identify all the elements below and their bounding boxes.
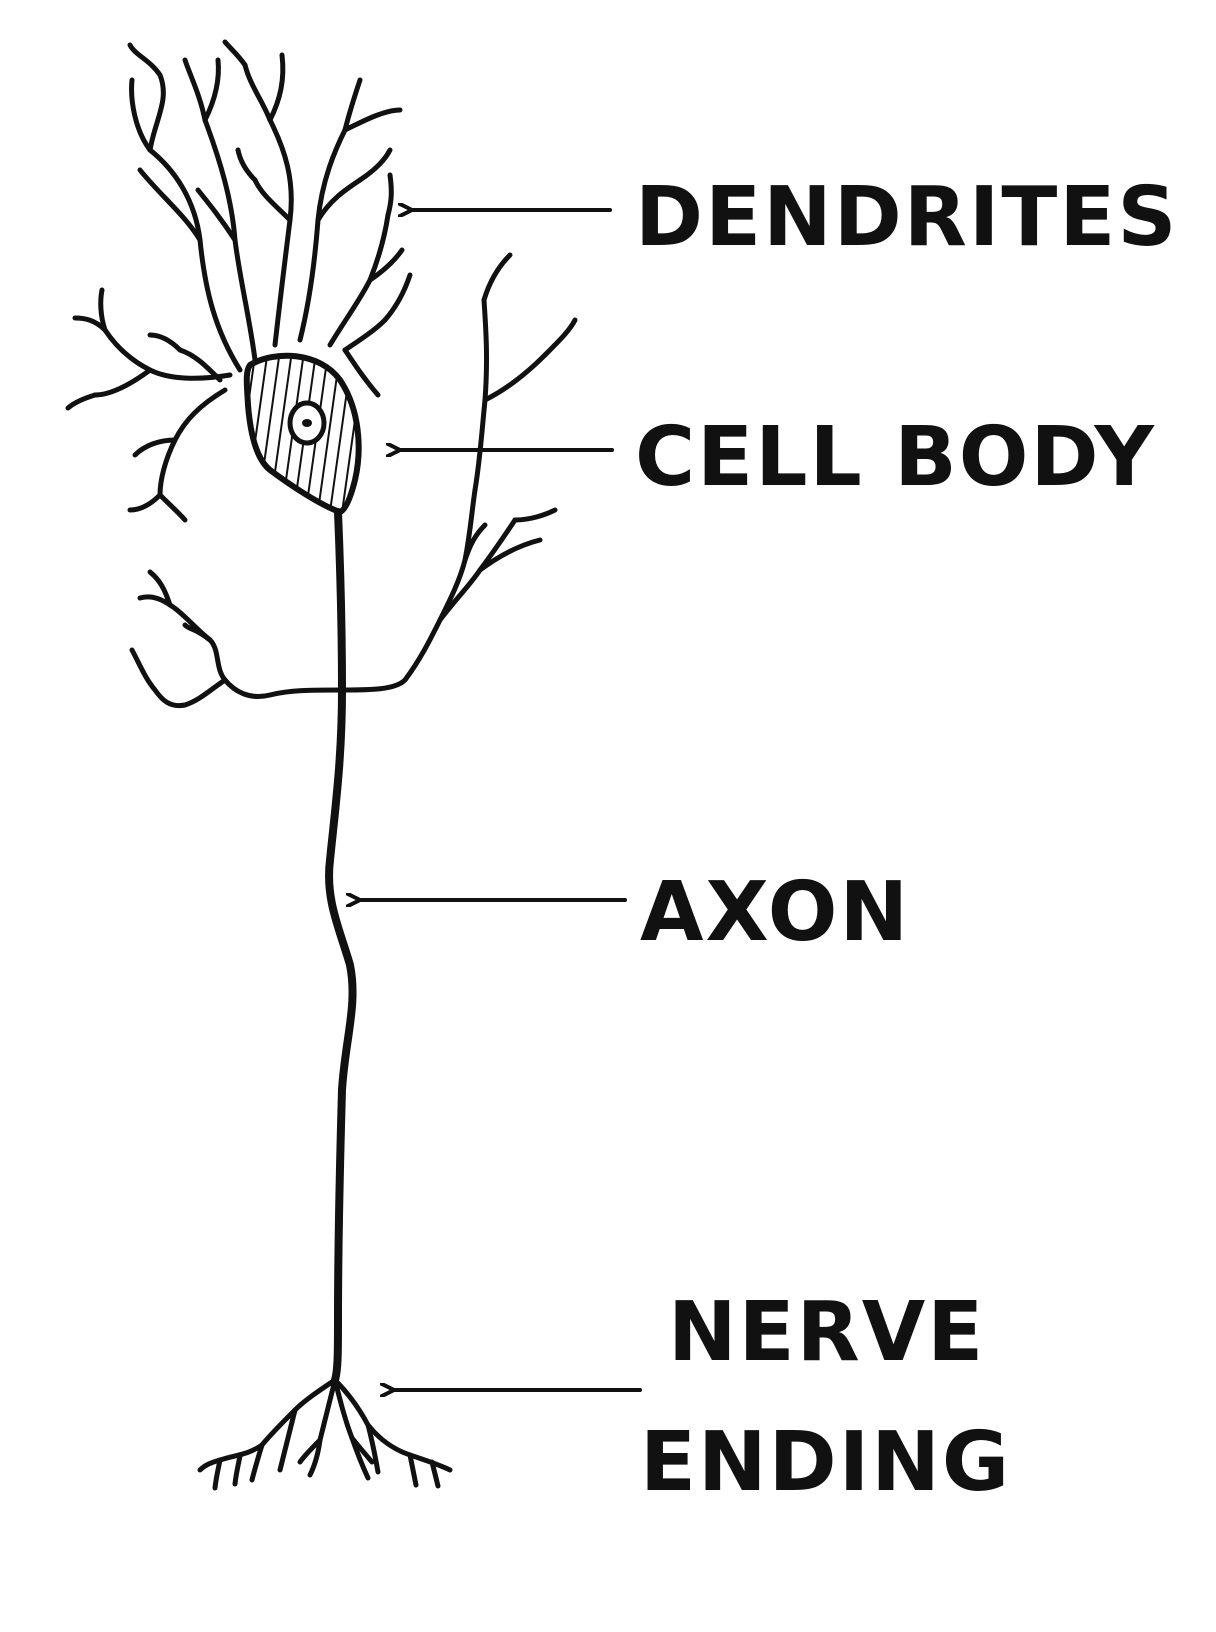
label-dendrites: DENDRITES [635, 170, 1178, 265]
nucleolus-icon [302, 419, 312, 427]
label-cell-body: CELL BODY [635, 410, 1156, 505]
label-nerve-ending-line1: NERVE [668, 1285, 985, 1380]
nerve-ending [197, 1377, 453, 1491]
axon [325, 508, 357, 1384]
label-nerve-ending-line2: ENDING [640, 1415, 1011, 1510]
label-axon: AXON [640, 865, 910, 960]
leader-arrows [358, 210, 642, 1390]
axon-collaterals [129, 252, 578, 709]
labels: DENDRITES CELL BODY AXON NERVE ENDING [635, 170, 1178, 1510]
cell-body [243, 352, 362, 515]
dendrites [65, 39, 413, 523]
